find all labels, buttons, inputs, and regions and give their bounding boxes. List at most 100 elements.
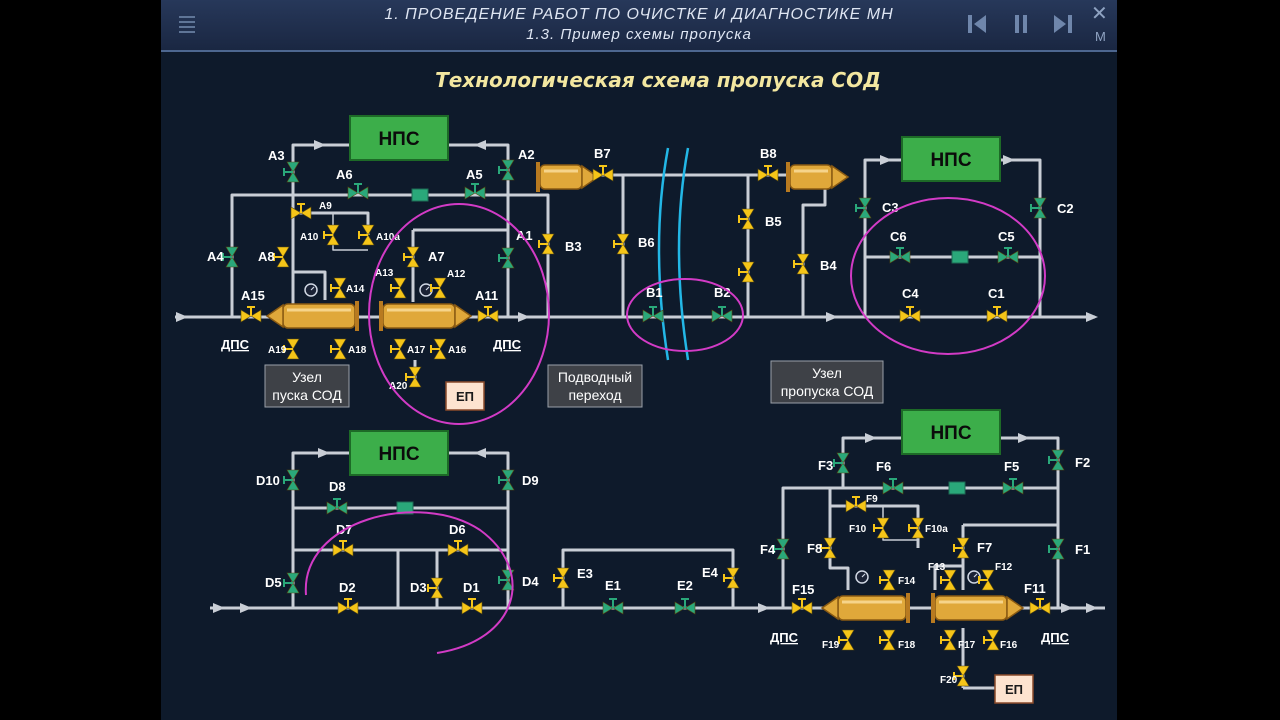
valve-a15-icon[interactable]: [240, 306, 262, 323]
valve-a10a-icon[interactable]: [358, 224, 375, 246]
valve-b3-icon[interactable]: [538, 233, 555, 255]
valve-a5-icon[interactable]: [464, 183, 486, 200]
valve-d1-icon[interactable]: [461, 598, 483, 615]
valve-f5-icon[interactable]: [1002, 478, 1024, 495]
valve-wing: [300, 206, 312, 220]
valve-f10a-icon[interactable]: [908, 517, 925, 539]
valve-b7-icon[interactable]: [592, 165, 614, 182]
valve-f1-icon[interactable]: [1048, 538, 1065, 560]
valve-e4-icon[interactable]: [723, 567, 740, 589]
mode-button[interactable]: M: [1095, 29, 1106, 44]
valve-f19-icon[interactable]: [838, 629, 855, 651]
prev-icon[interactable]: [967, 13, 987, 35]
valve-c2-icon[interactable]: [1030, 197, 1047, 219]
valve-a19-icon[interactable]: [283, 338, 300, 360]
valve-wing: [556, 577, 570, 589]
valve-a17-icon[interactable]: [390, 338, 407, 360]
valve-a11-icon[interactable]: [477, 306, 499, 323]
valve-a20-icon[interactable]: [405, 366, 422, 388]
valve-c1-icon[interactable]: [986, 306, 1008, 323]
close-icon[interactable]: ✕: [1091, 3, 1108, 25]
valve-wing: [612, 601, 624, 615]
valve-stem: [613, 240, 623, 248]
valve-f9-icon[interactable]: [845, 496, 867, 513]
valve-f10-icon[interactable]: [873, 517, 890, 539]
valve-label-e4: E4: [702, 565, 719, 580]
valve-f2-icon[interactable]: [1048, 449, 1065, 471]
valve-c5-icon[interactable]: [997, 247, 1019, 264]
valve-a14-icon[interactable]: [330, 277, 347, 299]
trap-closure: [786, 162, 790, 192]
valve-e2-icon[interactable]: [674, 598, 696, 615]
valve-a6-icon[interactable]: [347, 183, 369, 200]
valve-f6-icon[interactable]: [882, 478, 904, 495]
valve-f16-icon[interactable]: [983, 629, 1000, 651]
next-icon[interactable]: [1053, 13, 1073, 35]
valve-a2-icon[interactable]: [498, 159, 515, 181]
valve-a4-icon[interactable]: [222, 246, 239, 268]
valve-c3-icon[interactable]: [855, 197, 872, 219]
valve-f20-icon[interactable]: [953, 665, 970, 687]
menu-icon[interactable]: [175, 12, 199, 38]
valve-d10-icon[interactable]: [283, 469, 300, 491]
trap-body: [282, 303, 356, 329]
valve-a8-icon[interactable]: [273, 246, 290, 268]
valve-d2-icon[interactable]: [337, 598, 359, 615]
valve-f12-icon[interactable]: [978, 569, 995, 591]
valve-stem: [283, 476, 293, 484]
pause-icon[interactable]: [1013, 13, 1029, 35]
valve-stem: [723, 574, 733, 582]
valve-f11-icon[interactable]: [1029, 598, 1051, 615]
valve-wing: [501, 469, 515, 481]
valve-c6-icon[interactable]: [889, 247, 911, 264]
valve-wing: [726, 567, 740, 579]
valve-f3-icon[interactable]: [833, 452, 850, 474]
valve-a7-icon[interactable]: [403, 246, 420, 268]
valve-e3-icon[interactable]: [553, 567, 570, 589]
valve-f7-icon[interactable]: [953, 537, 970, 559]
valve-d5-icon[interactable]: [283, 572, 300, 594]
valve-wing: [855, 499, 867, 513]
valve-f13-icon[interactable]: [940, 569, 957, 591]
valve-wing: [841, 639, 855, 651]
valve-icon[interactable]: [738, 261, 755, 283]
valve-f15-icon[interactable]: [791, 598, 813, 615]
valve-b6-icon[interactable]: [613, 233, 630, 255]
valve-c4-icon[interactable]: [899, 306, 921, 323]
valve-a16-icon[interactable]: [430, 338, 447, 360]
valve-a10-icon[interactable]: [323, 224, 340, 246]
valve-a18-icon[interactable]: [330, 338, 347, 360]
valve-e1-icon[interactable]: [602, 598, 624, 615]
valve-label-f3: F3: [818, 458, 833, 473]
valve-stem: [718, 306, 726, 316]
valve-b1-icon[interactable]: [642, 306, 664, 323]
valve-wing: [474, 186, 486, 200]
valve-a9-icon[interactable]: [290, 203, 312, 220]
valve-d9-icon[interactable]: [498, 469, 515, 491]
valve-f4-icon[interactable]: [773, 538, 790, 560]
valve-b2-icon[interactable]: [711, 306, 733, 323]
valve-d8-icon[interactable]: [326, 498, 348, 515]
valve-stem: [330, 284, 340, 292]
valve-f14-icon[interactable]: [879, 569, 896, 591]
trap-closure: [379, 301, 383, 331]
valve-f8-icon[interactable]: [820, 537, 837, 559]
valve-a3-icon[interactable]: [283, 161, 300, 183]
valve-stem: [983, 636, 993, 644]
valve-b8-icon[interactable]: [757, 165, 779, 182]
valve-b4-icon[interactable]: [793, 253, 810, 275]
valve-stem: [738, 215, 748, 223]
valve-wing: [433, 338, 447, 350]
valve-a1-icon[interactable]: [498, 247, 515, 269]
valve-b5-icon[interactable]: [738, 208, 755, 230]
valve-a13-icon[interactable]: [390, 277, 407, 299]
valve-wing: [796, 253, 810, 265]
valve-wing: [1051, 548, 1065, 560]
valve-d6-icon[interactable]: [447, 540, 469, 557]
valve-d7-icon[interactable]: [332, 540, 354, 557]
valve-d3-icon[interactable]: [427, 577, 444, 599]
nps-station-box: [349, 430, 449, 476]
valve-a12-icon[interactable]: [430, 277, 447, 299]
valve-f18-icon[interactable]: [879, 629, 896, 651]
valve-f17-icon[interactable]: [940, 629, 957, 651]
